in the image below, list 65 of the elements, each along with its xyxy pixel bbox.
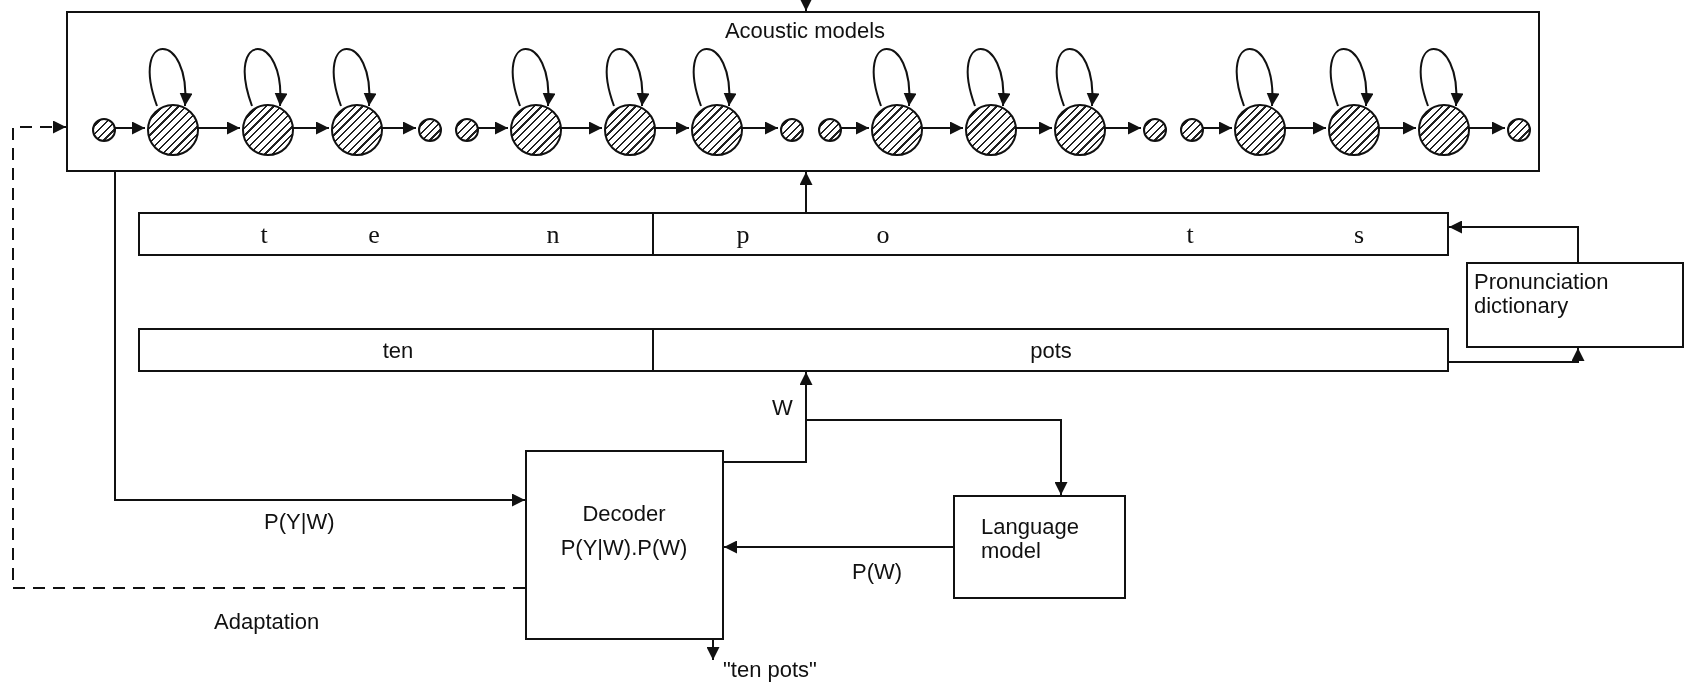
self-loop-arrow (243, 48, 287, 107)
phone-label: t (260, 221, 268, 250)
arrow (799, 0, 813, 12)
box-label: Decoder (582, 502, 666, 527)
phone-label: o (876, 221, 890, 250)
phone-label: p (736, 221, 750, 250)
state-circle (1418, 104, 1470, 156)
arrow (114, 171, 526, 507)
decoder-box (525, 450, 724, 640)
arrow (1448, 220, 1579, 263)
self-loop-arrow (1055, 48, 1099, 107)
self-loop-arrow (692, 48, 736, 107)
state-circle (1234, 104, 1286, 156)
self-loop-arrow (332, 48, 376, 107)
word-label: ten (382, 339, 414, 364)
word-label: pots (1030, 339, 1072, 364)
phone-label: n (546, 221, 560, 250)
self-loop-arrow (872, 48, 916, 107)
box-label: Language model (981, 515, 1080, 564)
phone-label: t (1186, 221, 1194, 250)
self-loop-arrow (966, 48, 1010, 107)
state-circle (780, 118, 804, 142)
edge-label: P(Y|W) (262, 510, 337, 535)
arrow (706, 639, 720, 661)
state-circle (1180, 118, 1204, 142)
self-loop-arrow (511, 48, 555, 107)
arrow (1448, 347, 1585, 363)
state-circle (871, 104, 923, 156)
acoustic-model-box (66, 11, 1540, 172)
word-segment (654, 328, 1449, 372)
phone-label: e (368, 221, 380, 250)
dashed-arrow (12, 120, 526, 589)
state-circle (418, 118, 442, 142)
self-loop-arrow (1235, 48, 1279, 107)
language-model-box (953, 495, 1126, 599)
state-circle (455, 118, 479, 142)
state-circle (147, 104, 199, 156)
state-circle (604, 104, 656, 156)
self-loop-arrow (1419, 48, 1463, 107)
arrow (723, 419, 1068, 496)
arrow (799, 171, 813, 213)
box-label: Pronunciation dictionary (1474, 270, 1610, 319)
box-label: P(Y|W).P(W) (560, 536, 688, 561)
state-circle (331, 104, 383, 156)
state-circle (1507, 118, 1531, 142)
arrow (723, 540, 954, 554)
self-loop-arrow (605, 48, 649, 107)
state-circle (242, 104, 294, 156)
phone-segment (138, 212, 654, 256)
state-circle (1143, 118, 1167, 142)
box-title: Acoustic models (724, 19, 886, 44)
phone-label: s (1353, 221, 1365, 250)
state-circle (818, 118, 842, 142)
state-circle (691, 104, 743, 156)
state-circle (1328, 104, 1380, 156)
output-label: "ten pots" (723, 658, 817, 683)
dictionary-box (1466, 262, 1684, 348)
self-loop-arrow (1329, 48, 1373, 107)
state-circle (1054, 104, 1106, 156)
phone-segment (654, 212, 1449, 256)
state-circle (965, 104, 1017, 156)
self-loop-arrow (148, 48, 192, 107)
state-circle (510, 104, 562, 156)
state-circle (92, 118, 116, 142)
word-segment (138, 328, 654, 372)
